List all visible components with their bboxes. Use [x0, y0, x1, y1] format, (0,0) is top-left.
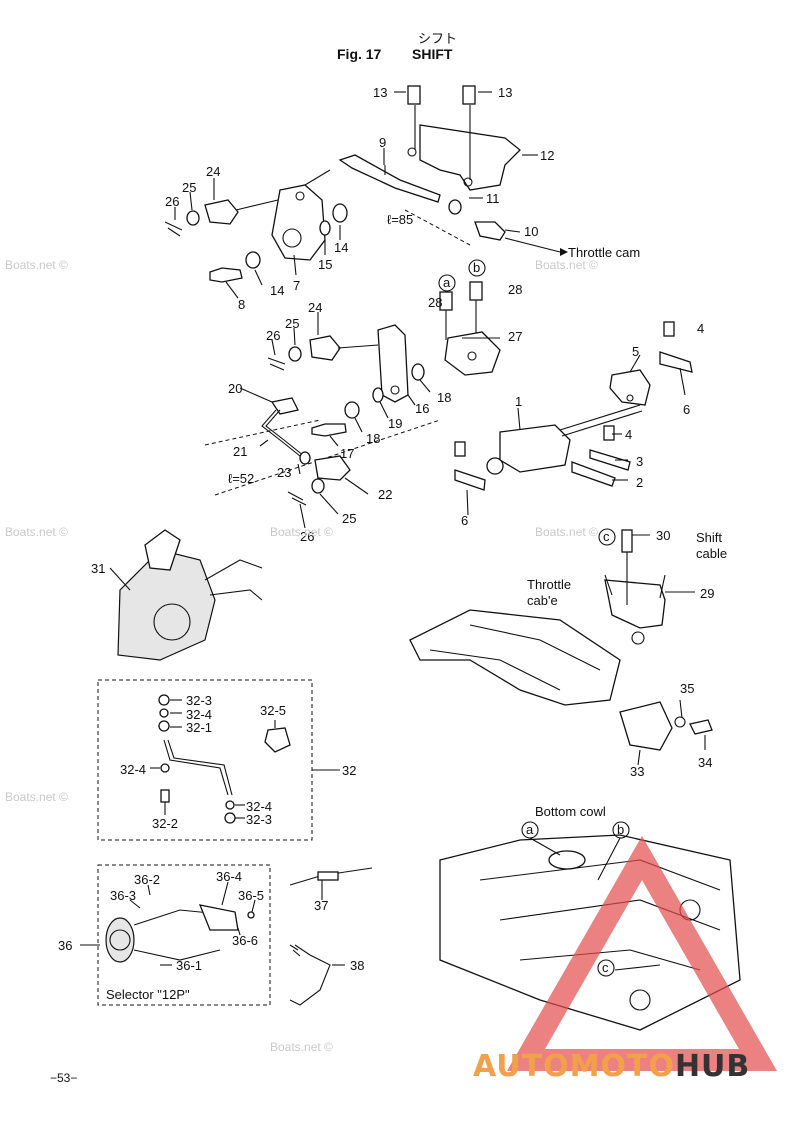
callout-32-4: 32-4 — [246, 799, 273, 814]
callout-33: 33 — [630, 764, 645, 779]
watermark: Boats.net © — [535, 258, 598, 272]
callout-2: 2 — [636, 475, 644, 490]
callout-30: 30 — [656, 528, 671, 543]
callout-3: 3 — [636, 454, 644, 469]
reference-letter-b: b — [473, 260, 481, 275]
watermark: Boats.net © — [5, 525, 68, 539]
callout-27: 27 — [508, 329, 523, 344]
callout-10: 10 — [524, 224, 539, 239]
callout-11: 11 — [486, 191, 500, 206]
callout-13: 13 — [373, 85, 388, 100]
reference-letter-c: c — [602, 960, 609, 975]
callout-35: 35 — [680, 681, 695, 696]
callout-28: 28 — [508, 282, 523, 297]
callout-18: 18 — [366, 431, 381, 446]
bracket-12 — [407, 85, 538, 191]
engine-bracket — [409, 609, 645, 706]
watermark: Boats.net © — [5, 258, 68, 272]
callout-4: 4 — [697, 321, 705, 336]
figure-title: SHIFT — [412, 46, 453, 62]
page-number: −53− — [50, 1071, 78, 1085]
callout-24: 24 — [308, 300, 323, 315]
callout-36-1: 36-1 — [176, 958, 203, 973]
callout-16: 16 — [415, 401, 430, 416]
bottom-cowl-label: Bottom cowl — [535, 804, 606, 819]
callout-32-4: 32-4 — [120, 762, 147, 777]
callout-17: 17 — [340, 446, 355, 461]
callout-5: 5 — [632, 344, 640, 359]
selector-label: Selector "12P" — [106, 987, 190, 1002]
shift-cable-label: Shift cable — [696, 530, 728, 561]
callout-34: 34 — [698, 755, 713, 770]
watermark: Boats.net © — [535, 525, 598, 539]
callout-8: 8 — [238, 297, 246, 312]
watermark: Boats.net © — [5, 790, 68, 804]
callout-18: 18 — [437, 390, 452, 405]
callout-32-4: 32-4 — [186, 707, 213, 722]
callout-6: 6 — [461, 513, 469, 528]
callout-14: 14 — [334, 240, 349, 255]
callout-38: 38 — [350, 958, 365, 973]
callout-29: 29 — [700, 586, 715, 601]
callout-20: 20 — [228, 381, 243, 396]
callout-36-6: 36-6 — [232, 933, 259, 948]
callout-36-5: 36-5 — [238, 888, 265, 903]
callout-15: 15 — [318, 257, 333, 272]
watermark: Boats.net © — [270, 525, 333, 539]
callout-6: 6 — [683, 402, 691, 417]
callout-4: 4 — [625, 427, 633, 442]
callout-32: 32 — [342, 763, 357, 778]
callout-36-3: 36-3 — [110, 888, 137, 903]
reference-letter-b: b — [617, 822, 625, 837]
callout-7: 7 — [293, 278, 301, 293]
callout-9: 9 — [379, 135, 387, 150]
reference-letter-a: a — [526, 822, 534, 837]
callout-1: 1 — [515, 394, 523, 409]
kit-32 — [158, 694, 291, 824]
watermark: Boats.net © — [270, 1040, 333, 1054]
callout-32-1: 32-1 — [186, 720, 213, 735]
callout-13: 13 — [498, 85, 513, 100]
callout-31: 31 — [91, 561, 106, 576]
callout-32-5: 32-5 — [260, 703, 287, 718]
callout-36-2: 36-2 — [134, 872, 161, 887]
remote-control-31 — [117, 529, 263, 661]
japanese-title: シフト — [418, 32, 458, 47]
callout-24: 24 — [206, 164, 221, 179]
bracket-29 — [604, 529, 666, 629]
callout-36-4: 36-4 — [216, 869, 243, 884]
callout-19: 19 — [388, 416, 403, 431]
callout-22: 22 — [378, 487, 393, 502]
reference-letter-c: c — [603, 529, 610, 544]
callout-25: 25 — [182, 180, 197, 195]
callout-23: 23 — [277, 465, 292, 480]
callout-25: 25 — [342, 511, 357, 526]
callout-32-2: 32-2 — [152, 816, 179, 831]
logo-triangle — [506, 835, 778, 1071]
callout-36: 36 — [58, 938, 73, 953]
lever-7 — [271, 184, 326, 276]
callout-37: 37 — [314, 898, 329, 913]
length-label-52: ℓ=52 — [228, 471, 255, 486]
callout-28: 28 — [428, 295, 443, 310]
callout-32-3: 32-3 — [246, 812, 273, 827]
callout-32-3: 32-3 — [186, 693, 213, 708]
automotohub-logo: AUTOMOTOHUB — [473, 1049, 751, 1084]
callout-25: 25 — [285, 316, 300, 331]
reference-letter-a: a — [443, 275, 451, 290]
callout-26: 26 — [266, 328, 281, 343]
rod-9 — [279, 154, 441, 203]
selector-36 — [105, 904, 255, 963]
callout-21: 21 — [233, 444, 248, 459]
figure-number: Fig. 17 — [337, 46, 382, 62]
callout-26: 26 — [300, 529, 315, 544]
callout-12: 12 — [540, 148, 555, 163]
callout-26: 26 — [165, 194, 180, 209]
throttle-cable-label: Throttle cab'e — [527, 577, 572, 608]
length-label-85: ℓ=85 — [387, 212, 414, 227]
throttle-cam-label: Throttle cam — [568, 245, 641, 260]
callout-14: 14 — [270, 283, 285, 298]
